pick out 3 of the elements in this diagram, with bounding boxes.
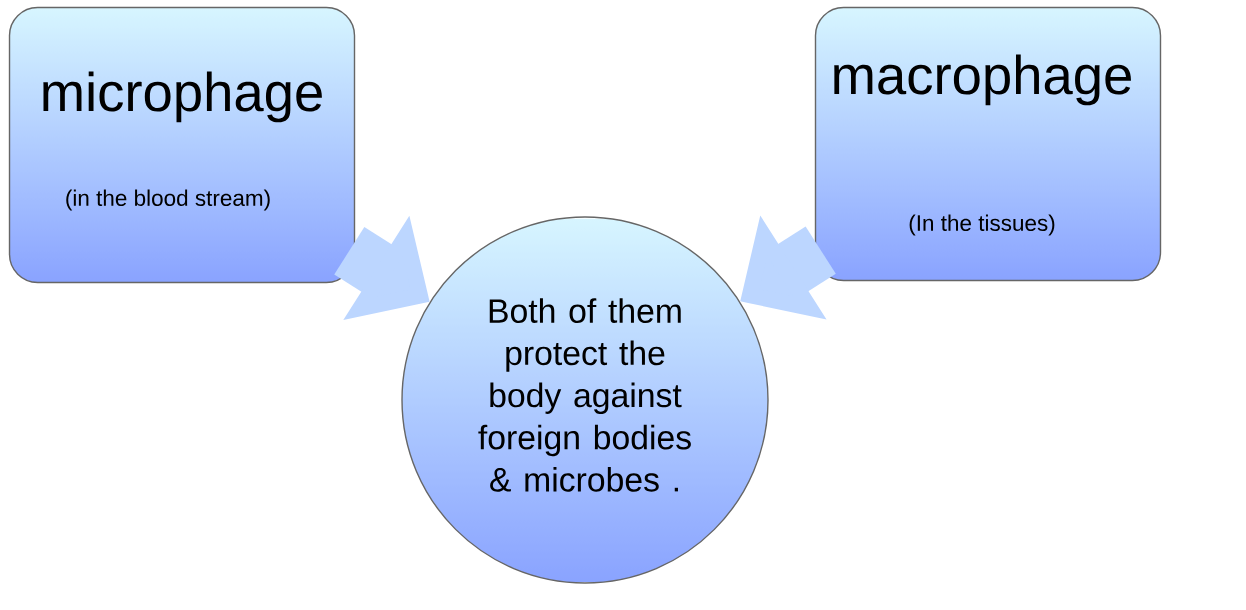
- circle-node: Both of them protect the body against foreign bodies & microbes .: [401, 216, 769, 584]
- rounded-box: macrophage (In the tissues): [814, 6, 1162, 282]
- rounded-box: microphage (in the blood stream): [8, 6, 356, 284]
